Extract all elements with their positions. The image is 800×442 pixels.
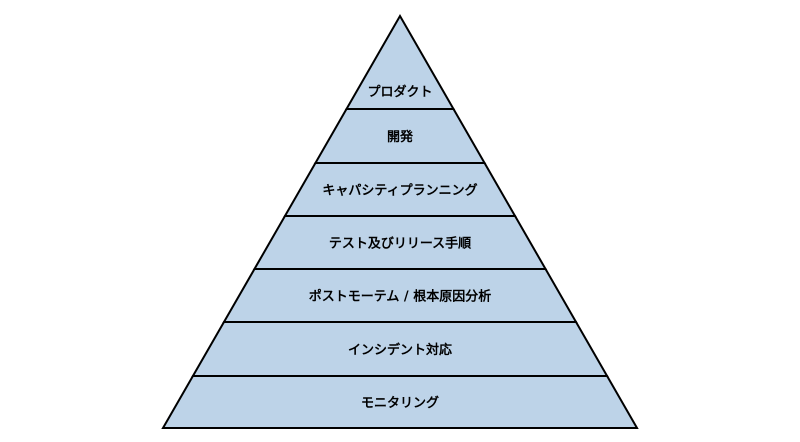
pyramid-tier-label-3: キャパシティプランニング: [322, 183, 477, 199]
pyramid-tier-label-1: プロダクト: [367, 84, 432, 100]
pyramid-tiers: [161, 13, 639, 429]
pyramid-tier-label-5: ポストモーテム / 根本原因分析: [309, 289, 491, 305]
pyramid-tier-label-7: モニタリング: [361, 395, 439, 411]
pyramid-tier-label-2: 開発: [387, 129, 414, 145]
pyramid-tier-label-4: テスト及びリリース手順: [329, 236, 472, 252]
pyramid-tier-7: [161, 375, 639, 429]
pyramid-tier-label-6: インシデント対応: [348, 342, 452, 358]
